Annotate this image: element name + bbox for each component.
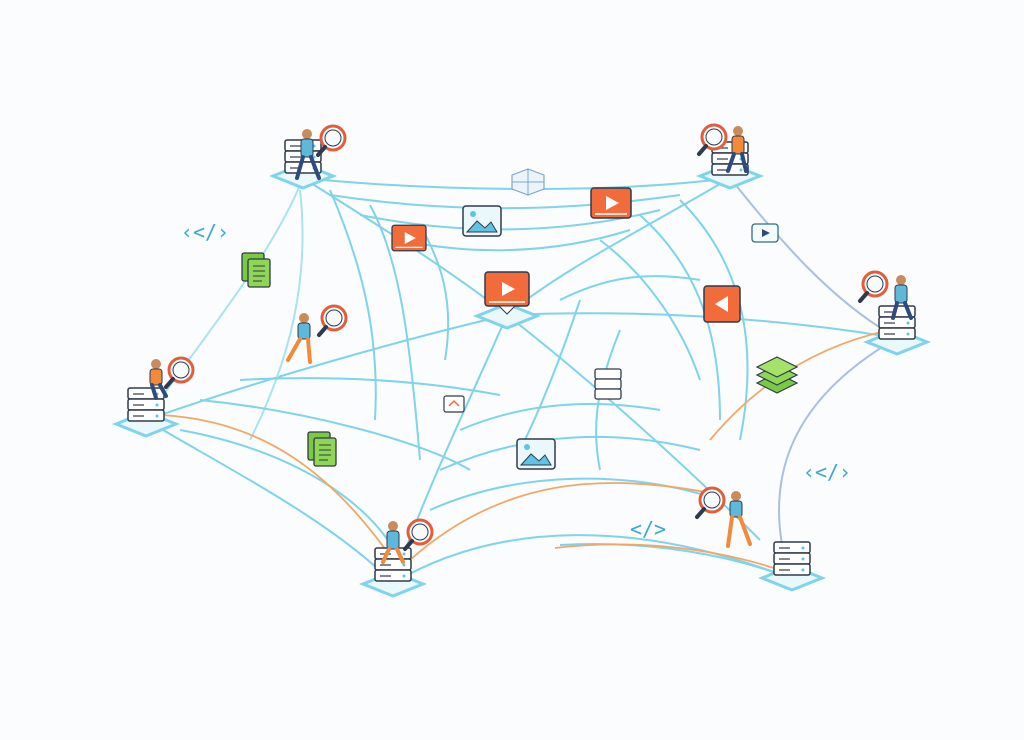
crawler-person-top-right <box>697 123 748 173</box>
code-tag-icon: </> <box>630 517 666 541</box>
crawler-person-left <box>149 356 195 400</box>
crawler-person-floating-right <box>695 486 752 548</box>
crawler-person-top-left <box>295 124 347 180</box>
code-tag-icon: ‹</› <box>803 460 851 484</box>
video-icon <box>391 224 427 252</box>
image-icon <box>462 205 502 237</box>
stacked-layers-icon <box>755 356 799 394</box>
document-icon <box>307 431 337 467</box>
image-icon <box>516 438 556 470</box>
server-node-bottom-right <box>760 541 824 592</box>
server-node-left <box>114 356 195 438</box>
document-icon <box>241 252 271 288</box>
server-node-bottom <box>361 518 434 598</box>
server-node-right <box>858 270 929 356</box>
database-icon <box>594 368 622 400</box>
server-node-center <box>475 271 539 330</box>
video-player-icon <box>484 271 530 315</box>
crawler-person-floating-left <box>286 304 348 364</box>
crawler-person-right <box>858 270 913 320</box>
video-icon <box>590 187 632 219</box>
rewind-video-icon <box>703 285 741 323</box>
play-badge-icon <box>751 223 779 243</box>
small-chip-icon <box>443 395 465 413</box>
code-tag-icon: ‹</› <box>181 220 229 244</box>
box-stack-icon <box>511 168 545 196</box>
server-node-top-right <box>697 123 762 190</box>
crawler-person-bottom <box>381 518 434 564</box>
server-node-top-left <box>271 124 347 190</box>
